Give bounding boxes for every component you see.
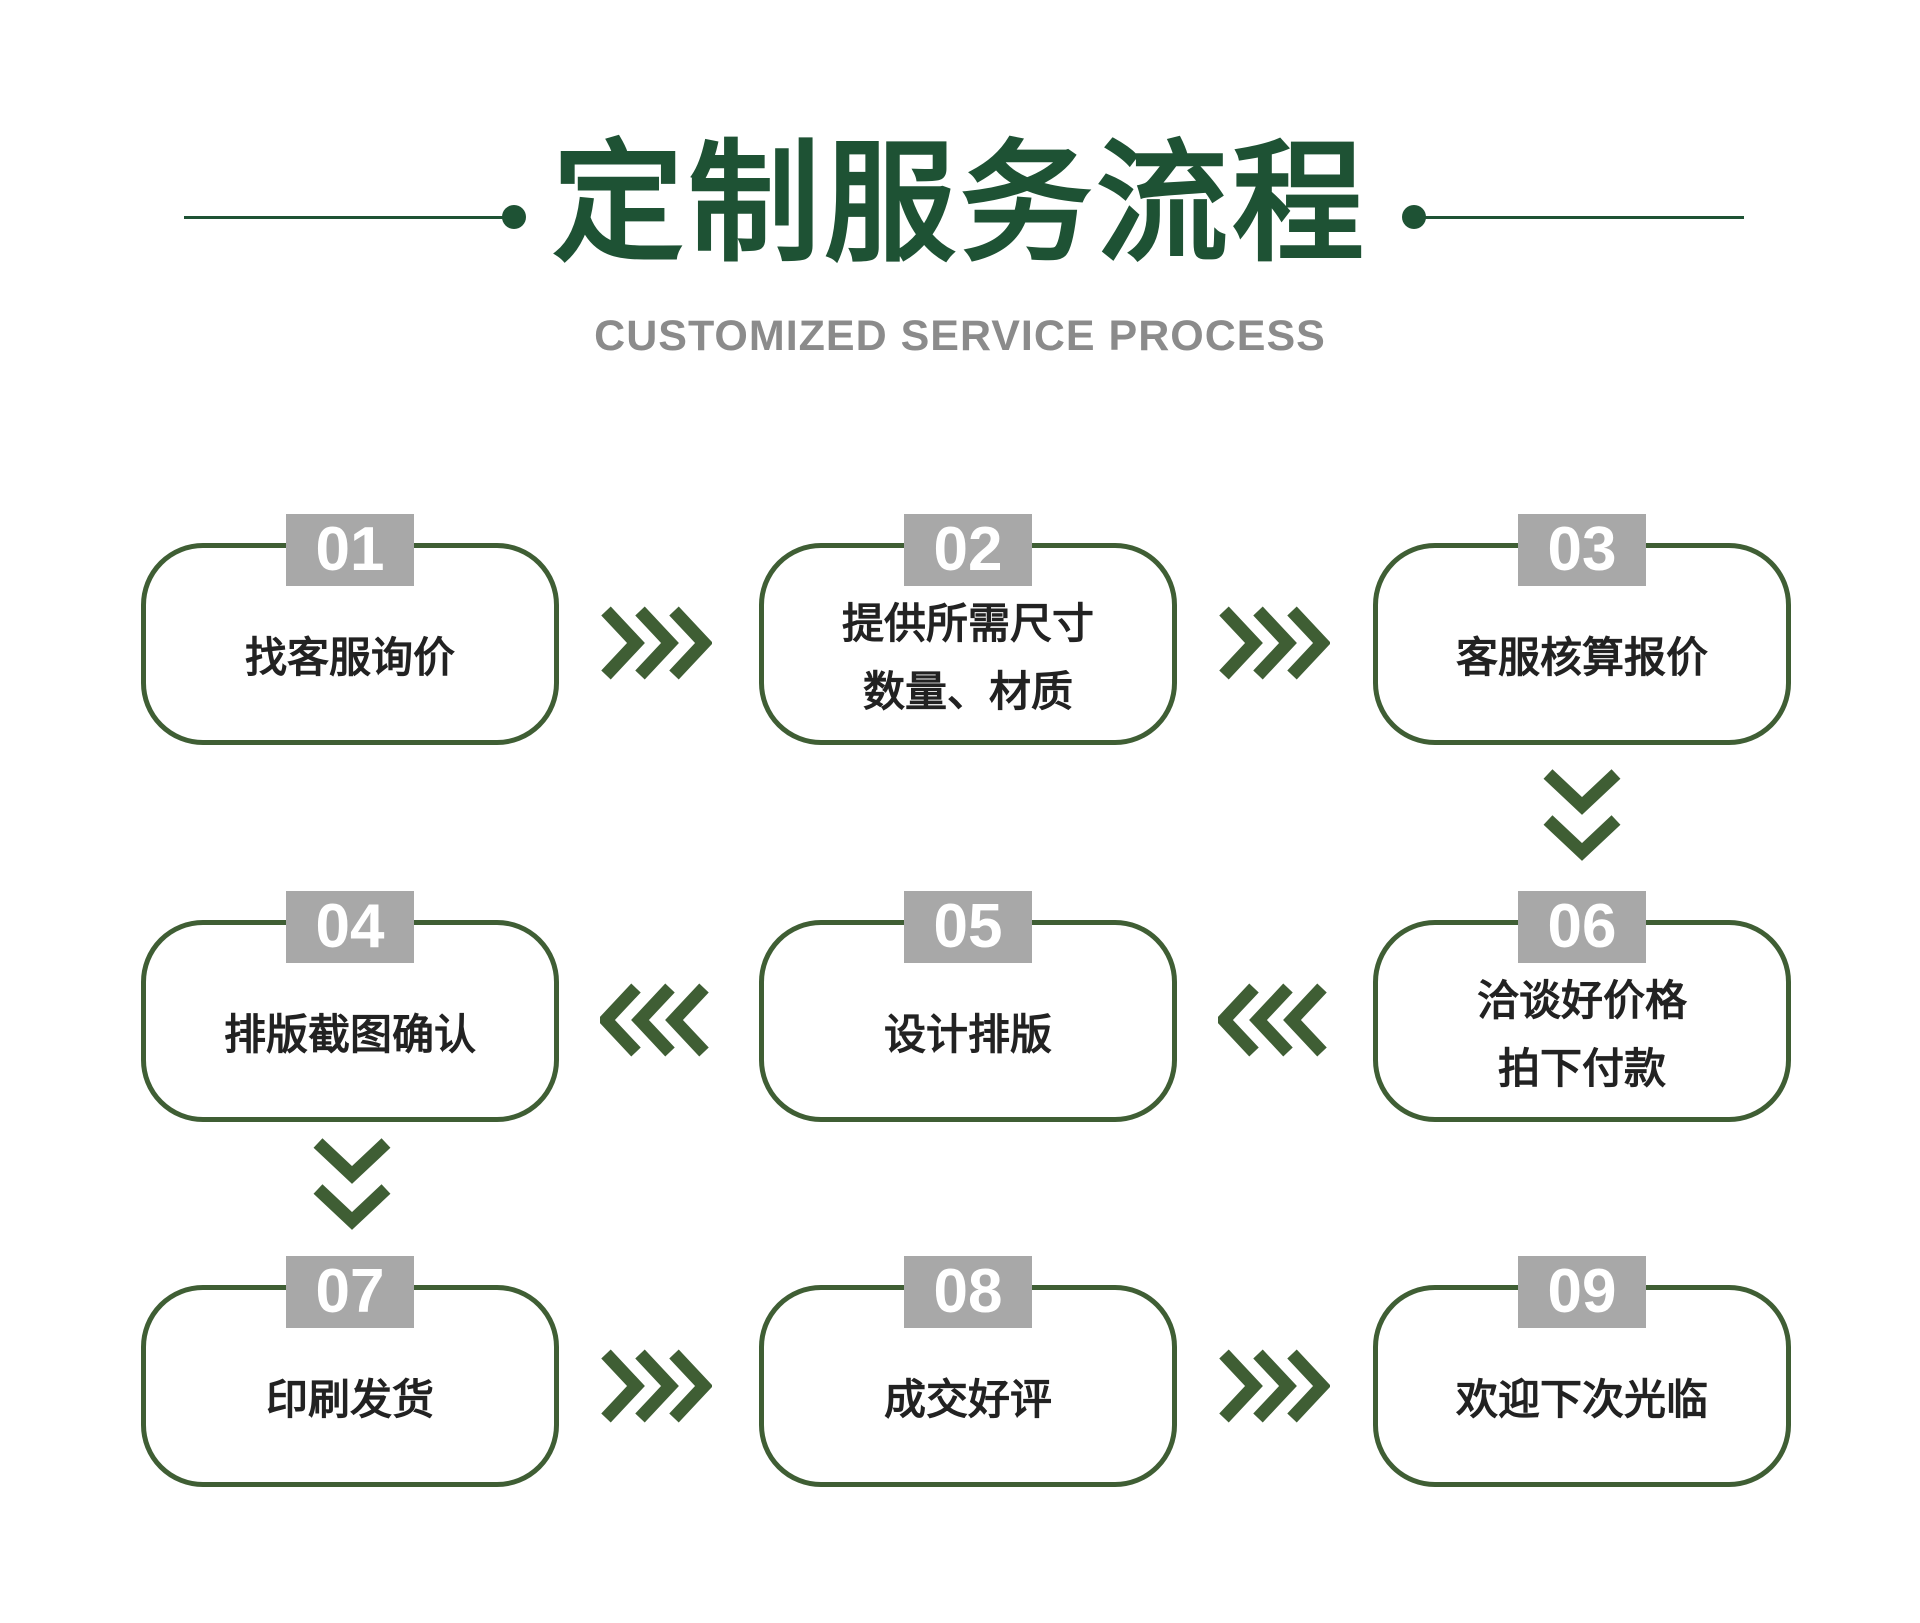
- step-label-line: 客服核算报价: [1455, 633, 1708, 682]
- chevron-right-icon: [1218, 1346, 1330, 1426]
- step-card-02: 02 提供所需尺寸 数量、材质: [759, 514, 1177, 745]
- step-card-08: 08 成交好评: [759, 1256, 1177, 1487]
- step-label-line: 成交好评: [883, 1375, 1052, 1424]
- chevron-down-icon: [312, 1135, 392, 1235]
- step-number-badge: 08: [904, 1256, 1032, 1328]
- step-label-line: 数量、材质: [862, 667, 1073, 716]
- step-number-badge: 01: [286, 514, 414, 586]
- step-number-badge: 04: [286, 891, 414, 963]
- step-number-badge: 03: [1518, 514, 1646, 586]
- step-number-badge: 09: [1518, 1256, 1646, 1328]
- chevron-left-icon: [1218, 980, 1330, 1060]
- step-label: 成交好评: [764, 1318, 1172, 1482]
- step-label-line: 洽谈好价格: [1476, 976, 1687, 1025]
- right-decorative-line: [1414, 216, 1744, 219]
- left-decorative-line: [184, 216, 514, 219]
- step-number-badge: 02: [904, 514, 1032, 586]
- step-card-01: 01 找客服询价: [141, 514, 559, 745]
- step-card-09: 09 欢迎下次光临: [1373, 1256, 1791, 1487]
- chevron-right-icon: [1218, 603, 1330, 683]
- chevron-right-icon: [600, 1346, 712, 1426]
- chevron-left-icon: [600, 980, 712, 1060]
- step-number-badge: 07: [286, 1256, 414, 1328]
- page-title: 定制服务流程: [552, 127, 1368, 281]
- step-label-line: 设计排版: [883, 1010, 1052, 1059]
- step-label: 提供所需尺寸 数量、材质: [764, 576, 1172, 740]
- chevron-down-icon: [1542, 766, 1622, 866]
- step-label: 设计排版: [764, 953, 1172, 1117]
- step-label: 排版截图确认: [146, 953, 554, 1117]
- step-label-line: 拍下付款: [1497, 1044, 1666, 1093]
- step-label: 印刷发货: [146, 1318, 554, 1482]
- step-card-05: 05 设计排版: [759, 891, 1177, 1122]
- step-label-line: 排版截图确认: [223, 1010, 476, 1059]
- step-card-03: 03 客服核算报价: [1373, 514, 1791, 745]
- step-number-badge: 05: [904, 891, 1032, 963]
- step-card-04: 04 排版截图确认: [141, 891, 559, 1122]
- step-label-line: 印刷发货: [265, 1375, 434, 1424]
- step-label: 客服核算报价: [1378, 576, 1786, 740]
- step-card-07: 07 印刷发货: [141, 1256, 559, 1487]
- step-label-line: 欢迎下次光临: [1455, 1375, 1708, 1424]
- chevron-right-icon: [600, 603, 712, 683]
- step-card-06: 06 洽谈好价格 拍下付款: [1373, 891, 1791, 1122]
- step-label: 洽谈好价格 拍下付款: [1378, 953, 1786, 1117]
- step-number-badge: 06: [1518, 891, 1646, 963]
- step-label: 找客服询价: [146, 576, 554, 740]
- left-decorative-dot: [502, 205, 526, 229]
- step-label-line: 找客服询价: [244, 633, 455, 682]
- step-label: 欢迎下次光临: [1378, 1318, 1786, 1482]
- page-subtitle: CUSTOMIZED SERVICE PROCESS: [594, 312, 1326, 360]
- step-label-line: 提供所需尺寸: [841, 599, 1094, 648]
